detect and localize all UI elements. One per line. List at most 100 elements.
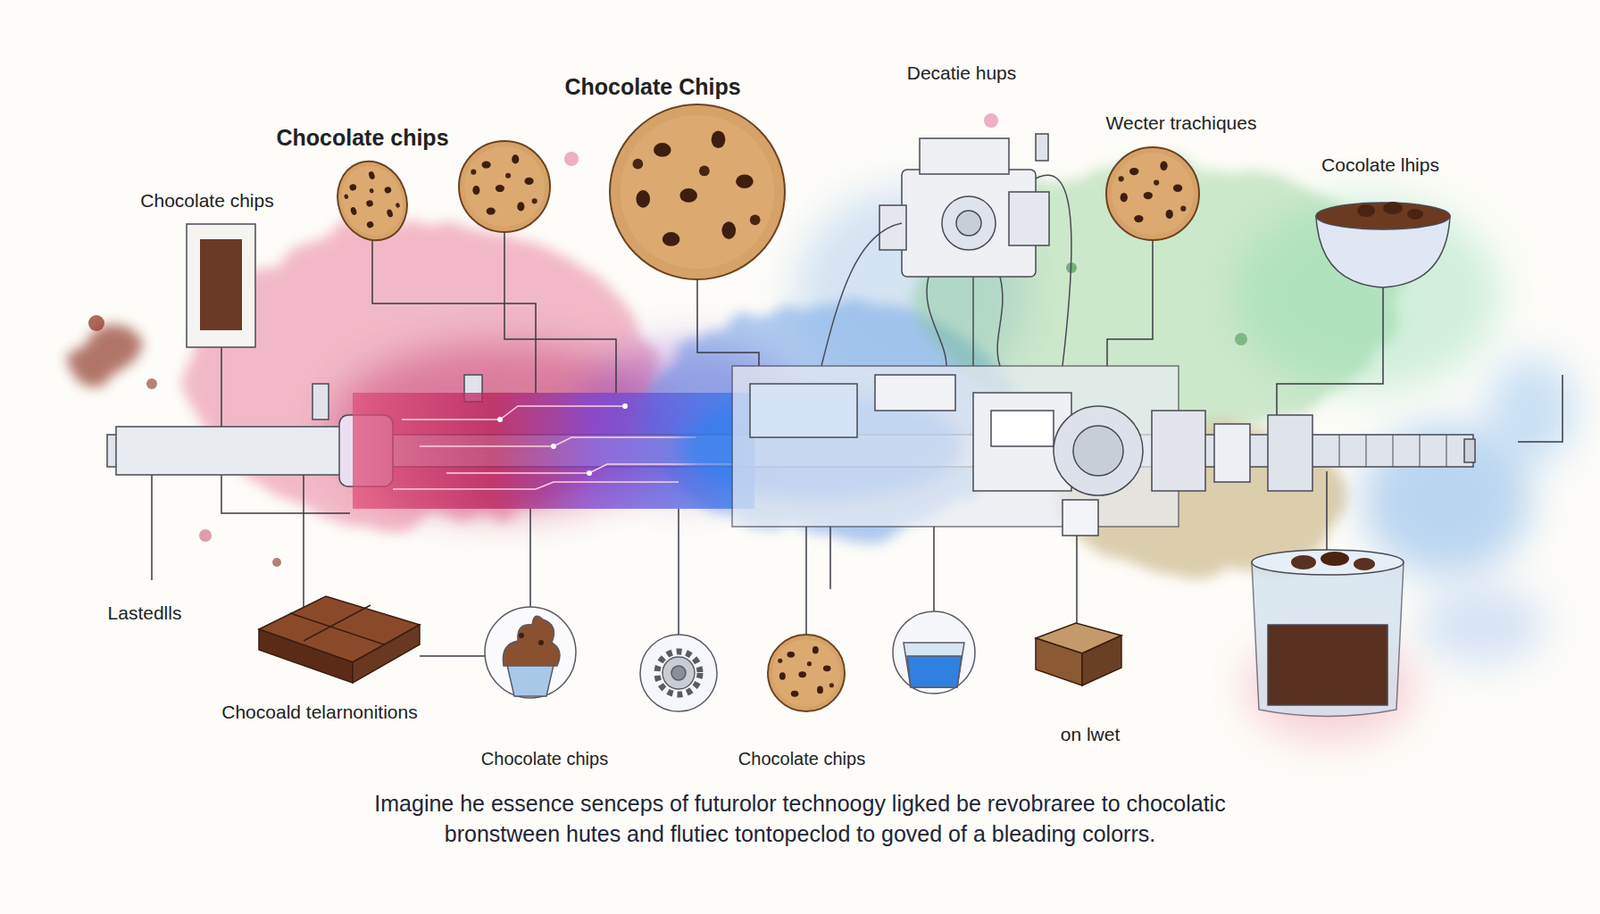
illustration-part bbox=[1107, 240, 1153, 367]
chocolate-bar-box bbox=[186, 224, 256, 348]
illustration-part bbox=[1035, 133, 1049, 161]
illustration-part bbox=[1357, 204, 1375, 217]
illustration-part bbox=[290, 605, 384, 645]
illustration-part bbox=[1464, 439, 1475, 463]
illustration-part bbox=[392, 482, 679, 490]
illustration-part bbox=[1214, 424, 1250, 483]
label-text: Chocolate chips bbox=[275, 124, 449, 151]
illustration-part bbox=[352, 625, 420, 684]
illustration-part bbox=[1267, 415, 1313, 492]
illustration-part bbox=[821, 223, 902, 367]
illustration-part bbox=[200, 239, 242, 331]
illustration-part bbox=[1419, 584, 1545, 666]
cupcake-icon bbox=[484, 607, 576, 699]
label-text: Chocolate chips bbox=[481, 748, 609, 770]
illustration-part bbox=[66, 323, 148, 392]
illustration-part bbox=[829, 526, 832, 590]
illustration-part bbox=[972, 276, 975, 367]
chocolate-bar bbox=[258, 596, 420, 684]
illustration-part bbox=[1486, 357, 1576, 465]
illustration-part bbox=[1276, 287, 1384, 434]
illustration-part bbox=[919, 138, 1009, 175]
illustration-part bbox=[657, 651, 700, 695]
illustration-part bbox=[892, 611, 975, 694]
illustration-part bbox=[272, 558, 282, 567]
bowl bbox=[1316, 201, 1450, 288]
illustration-part bbox=[903, 642, 965, 688]
illustration-part bbox=[941, 196, 996, 250]
illustration-part bbox=[662, 657, 695, 690]
label-text: Wecter trachiques bbox=[1106, 111, 1258, 134]
label-text: Chocolate Chips bbox=[564, 73, 741, 100]
illustration-part bbox=[518, 633, 525, 639]
illustration-part bbox=[419, 437, 697, 447]
gear-icon bbox=[640, 634, 717, 712]
illustration-part bbox=[640, 634, 717, 712]
illustration-part bbox=[1325, 471, 1328, 557]
illustration-part bbox=[1407, 208, 1424, 220]
illustration-part bbox=[879, 205, 907, 250]
illustration-part bbox=[372, 234, 536, 393]
illustration-part bbox=[401, 406, 625, 420]
illustration-part bbox=[1035, 175, 1072, 367]
illustration-part bbox=[88, 315, 105, 332]
watercolor-wash bbox=[66, 113, 1576, 742]
illustration-part bbox=[199, 529, 212, 542]
illustration-part bbox=[529, 508, 532, 608]
illustration-part bbox=[302, 473, 305, 617]
illustration-part bbox=[1053, 406, 1143, 496]
label-text: Chocoald telarnonitions bbox=[221, 700, 417, 724]
illustration-part bbox=[326, 151, 418, 251]
illustration-part bbox=[497, 416, 503, 423]
illustration-part bbox=[538, 640, 544, 646]
label-text: Cocolate lhips bbox=[1321, 153, 1440, 176]
illustration-part bbox=[1151, 410, 1206, 492]
illustration-part bbox=[1316, 202, 1450, 230]
cookie-icon bbox=[767, 634, 845, 712]
illustration-part bbox=[1291, 555, 1317, 570]
illustration-part bbox=[1251, 562, 1404, 717]
illustration-part bbox=[258, 629, 353, 684]
illustration-part bbox=[1267, 625, 1388, 706]
cookies bbox=[326, 104, 1200, 280]
illustration-part bbox=[507, 665, 554, 697]
illustration-part bbox=[1106, 147, 1200, 241]
illustration-part bbox=[1008, 191, 1050, 246]
brownie bbox=[1035, 623, 1122, 686]
illustration-part bbox=[805, 526, 808, 635]
illustration-part bbox=[907, 656, 962, 688]
illustration-part bbox=[1062, 500, 1099, 536]
container bbox=[1251, 550, 1404, 717]
illustration-part bbox=[1383, 201, 1403, 215]
illustration-part bbox=[997, 276, 1003, 367]
illustration-part bbox=[586, 470, 592, 476]
illustration-part bbox=[419, 655, 485, 658]
illustration-part bbox=[875, 375, 956, 411]
illustration-part bbox=[458, 141, 550, 233]
illustration-part bbox=[609, 104, 785, 280]
illustration-part bbox=[677, 508, 680, 635]
glass-icon bbox=[892, 611, 975, 694]
label-text: on lwet bbox=[1060, 723, 1121, 746]
illustration-part bbox=[671, 666, 686, 681]
illustration-part bbox=[1339, 434, 1447, 467]
illustration-part bbox=[1251, 550, 1404, 575]
illustration-part bbox=[1035, 638, 1083, 686]
top-machine bbox=[821, 133, 1072, 367]
illustration-part bbox=[116, 426, 349, 475]
illustration-part bbox=[186, 224, 256, 348]
label-text: Lastedlls bbox=[108, 601, 183, 625]
illustration-part bbox=[622, 403, 628, 409]
illustration-part bbox=[1073, 425, 1124, 476]
illustration-part bbox=[1075, 526, 1078, 624]
label-text: Chocolate chips bbox=[738, 748, 866, 770]
label-text: Chocolate chips bbox=[140, 189, 274, 212]
machine-shaft bbox=[107, 366, 1475, 536]
illustration-part bbox=[497, 403, 628, 476]
illustration-part bbox=[750, 383, 858, 438]
illustration-part bbox=[926, 276, 947, 367]
illustration-part bbox=[697, 279, 759, 367]
illustration-part bbox=[991, 410, 1054, 447]
illustration-part bbox=[312, 383, 329, 420]
